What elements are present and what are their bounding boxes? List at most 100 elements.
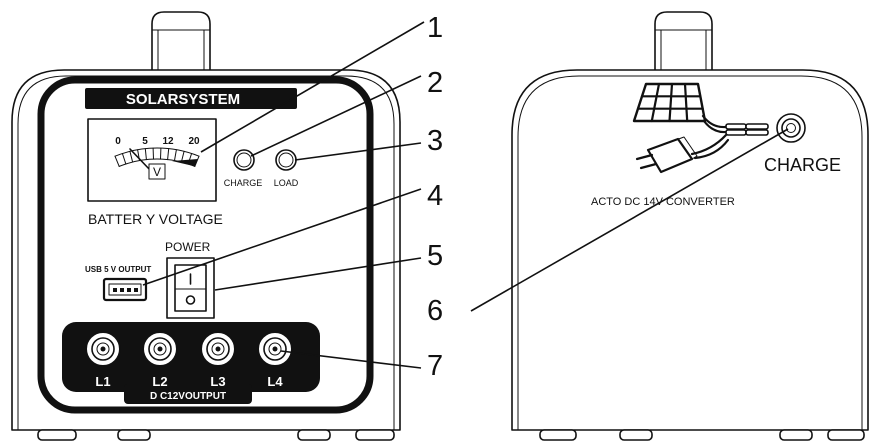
indicator-charge: CHARGE: [224, 149, 262, 188]
callout-line-5: [214, 257, 422, 291]
callout-line-1: [200, 21, 425, 153]
dc-output-panel: D C12VOUTPUT L1 L2 L3: [62, 322, 320, 404]
callout-line-2: [250, 75, 422, 157]
led-lens: [236, 152, 252, 168]
front-body-inner-outline: [17, 75, 395, 431]
front-handle-grip: [151, 29, 211, 71]
callout-line-4: [142, 188, 422, 286]
solar-panel-icon: [632, 82, 728, 134]
back-handle-outline: [654, 11, 713, 71]
callout-number-5: 5: [427, 240, 443, 272]
dc-socket-ring: [148, 337, 172, 361]
meter-shaded-band: [172, 159, 198, 167]
callout-number-3: 3: [427, 125, 443, 157]
meter-scale-ticks: [114, 147, 200, 167]
dc-socket-l4: L4: [257, 331, 293, 389]
connector-plug: [745, 123, 769, 130]
meter-scale-label: 5: [142, 136, 148, 147]
converter-label: ACTO DC 14V CONVERTER: [591, 196, 735, 208]
back-foot: [619, 429, 653, 441]
cable-connector-icon: [725, 123, 769, 136]
dc-socket-ring: [263, 337, 287, 361]
dc-socket-pin: [272, 346, 278, 352]
charge-port-outer: [776, 113, 806, 143]
dc-output-label-tab: [124, 384, 252, 404]
back-body-inner-outline: [517, 75, 863, 431]
dc-socket-core: [153, 342, 167, 356]
back-view: CHARGE ACTO DC 14V CONVERTER: [511, 11, 869, 441]
power-off-symbol: [185, 295, 196, 305]
meter-caption: BATTER Y VOLTAGE: [88, 211, 223, 227]
charge-port-core: [786, 123, 796, 133]
solar-panel-grid: [636, 82, 704, 123]
callout-number-4: 4: [427, 180, 443, 212]
brand-banner-background: [85, 88, 297, 109]
front-handle-outline: [151, 11, 211, 71]
dc-output-panel-background: [62, 322, 320, 392]
dc-socket-l3: L3: [200, 331, 236, 389]
dc-socket-ring: [91, 337, 115, 361]
front-foot: [117, 429, 151, 441]
dc-socket-core: [96, 342, 110, 356]
power-switch-label: POWER: [165, 240, 211, 254]
dc-socket-label: L1: [95, 374, 110, 389]
back-body-outline: [511, 69, 869, 431]
front-handle: [151, 11, 211, 71]
connector-plug: [725, 129, 747, 136]
usb-pin: [113, 288, 117, 292]
brand-banner: SOLARSYSTEM: [85, 88, 297, 109]
back-foot: [779, 429, 813, 441]
callout-number-6: 6: [427, 295, 443, 327]
usb-pin: [127, 288, 131, 292]
charge-port-ring: [781, 118, 801, 138]
dc-socket-pin: [157, 346, 163, 352]
usb-port-tongue: [108, 283, 142, 296]
meter-scale-label: 0: [115, 136, 121, 147]
callout-line-3: [294, 142, 422, 161]
back-feet: [539, 429, 865, 441]
callout-number-1: 1: [427, 12, 443, 44]
voltmeter-icon: 0 5 12 20 V: [87, 118, 217, 202]
connector-plug: [745, 129, 769, 136]
callout-number-2: 2: [427, 67, 443, 99]
brand-label: SOLARSYSTEM: [126, 91, 240, 108]
usb-pin: [134, 288, 138, 292]
meter-unit-box: [148, 163, 166, 180]
charge-port-label: CHARGE: [764, 155, 841, 175]
dc-socket-label: L4: [267, 374, 283, 389]
connector-plug: [725, 123, 747, 130]
usb-port-label: USB 5 V OUTPUT: [85, 265, 151, 274]
front-foot: [297, 429, 331, 441]
callout-number-7: 7: [427, 350, 443, 382]
usb-port-shell: [102, 277, 148, 302]
dc-socket-l1: L1: [85, 331, 121, 389]
meter-needle: [129, 148, 152, 172]
back-foot: [539, 429, 577, 441]
rocker-switch-icon: [166, 257, 215, 319]
indicator-label: LOAD: [274, 178, 299, 188]
dc-socket-pin: [100, 346, 106, 352]
usb-pin: [120, 288, 124, 292]
meter-scale-label: 12: [162, 136, 174, 147]
dc-socket-ring: [206, 337, 230, 361]
adapter-cable: [690, 133, 730, 160]
solar-panel-cable: [701, 114, 728, 134]
front-feet: [37, 429, 395, 441]
meter-unit: V: [153, 165, 161, 179]
dc-socket-label: L3: [210, 374, 225, 389]
dc-socket-pin: [215, 346, 221, 352]
ac-adapter-icon: [635, 133, 730, 174]
dc-charge-port-icon: [776, 113, 806, 143]
front-foot: [37, 429, 77, 441]
back-handle-grip: [654, 29, 713, 71]
front-foot: [355, 429, 395, 441]
dc-socket-label: L2: [152, 374, 167, 389]
back-handle: [654, 11, 713, 71]
back-foot: [827, 429, 865, 441]
usb-port-icon: [102, 277, 148, 302]
callouts: 1 2 3 4 5 6 7: [142, 12, 789, 382]
dc-socket-core: [268, 342, 282, 356]
callout-line-7: [280, 350, 422, 369]
front-view: SOLARSYSTEM 0 5 12 20 V BATTER Y VOLTAGE…: [11, 11, 401, 441]
